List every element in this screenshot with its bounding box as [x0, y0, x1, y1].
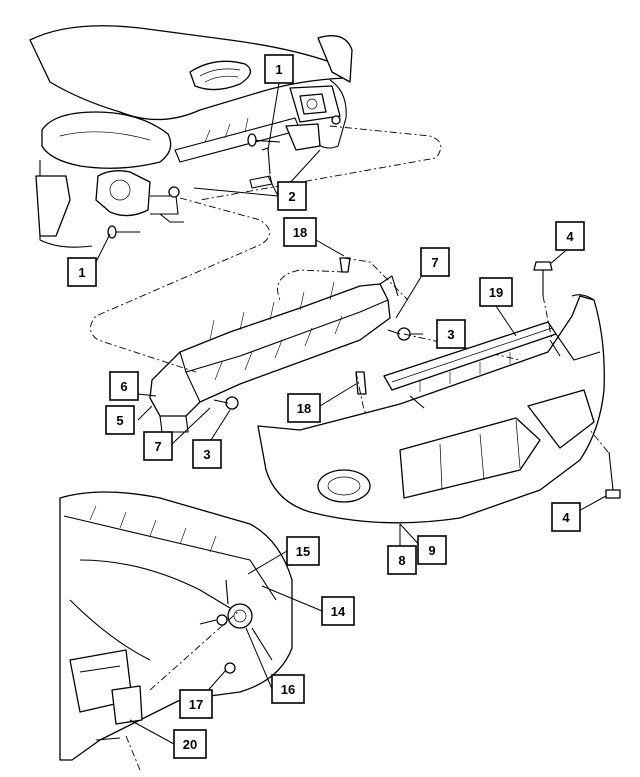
callout-7-left: 7: [143, 431, 173, 461]
callout-15: 15: [286, 536, 320, 566]
callout-19: 19: [479, 277, 513, 307]
svg-text:8: 8: [398, 553, 405, 568]
svg-text:17: 17: [189, 697, 203, 712]
callout-18-top: 18: [283, 217, 317, 247]
svg-text:20: 20: [183, 737, 197, 752]
svg-text:9: 9: [428, 543, 435, 558]
svg-text:6: 6: [120, 379, 127, 394]
callout-17: 17: [179, 689, 213, 719]
callout-7-right: 7: [420, 247, 450, 277]
svg-text:7: 7: [431, 255, 438, 270]
svg-text:15: 15: [296, 544, 310, 559]
svg-text:2: 2: [288, 189, 295, 204]
front-fascia-illustration: [257, 261, 621, 524]
leader-lines: [95, 82, 607, 745]
callout-4-bottom: 4: [551, 502, 581, 532]
callout-2: 2: [277, 181, 307, 211]
callout-9: 9: [417, 535, 447, 565]
callout-18-middle: 18: [287, 393, 321, 423]
svg-text:4: 4: [566, 229, 574, 244]
fascia-underside-illustration: [59, 491, 293, 771]
vehicle-front-illustration: [29, 25, 353, 248]
callout-14: 14: [321, 596, 355, 626]
callouts: 1 2 1 18 7 4 19 3: [67, 54, 585, 759]
svg-text:3: 3: [203, 447, 210, 462]
svg-text:14: 14: [331, 604, 346, 619]
callout-1-top: 1: [264, 54, 294, 84]
callout-3-left: 3: [192, 439, 222, 469]
svg-text:19: 19: [489, 285, 503, 300]
svg-text:1: 1: [275, 62, 282, 77]
svg-text:7: 7: [154, 439, 161, 454]
energy-absorber-illustration: [149, 257, 411, 433]
svg-text:18: 18: [297, 401, 311, 416]
callout-5: 5: [105, 405, 135, 435]
callout-8: 8: [387, 545, 417, 575]
svg-text:5: 5: [116, 413, 123, 428]
callout-6: 6: [109, 371, 139, 401]
callout-1-left: 1: [67, 257, 97, 287]
svg-text:18: 18: [293, 225, 307, 240]
svg-text:16: 16: [281, 682, 295, 697]
callout-16: 16: [271, 674, 305, 704]
callout-3-right: 3: [436, 319, 466, 349]
svg-text:4: 4: [562, 510, 570, 525]
svg-text:1: 1: [78, 265, 85, 280]
callout-4-top: 4: [555, 221, 585, 251]
svg-text:3: 3: [447, 327, 454, 342]
callout-20: 20: [173, 729, 207, 759]
